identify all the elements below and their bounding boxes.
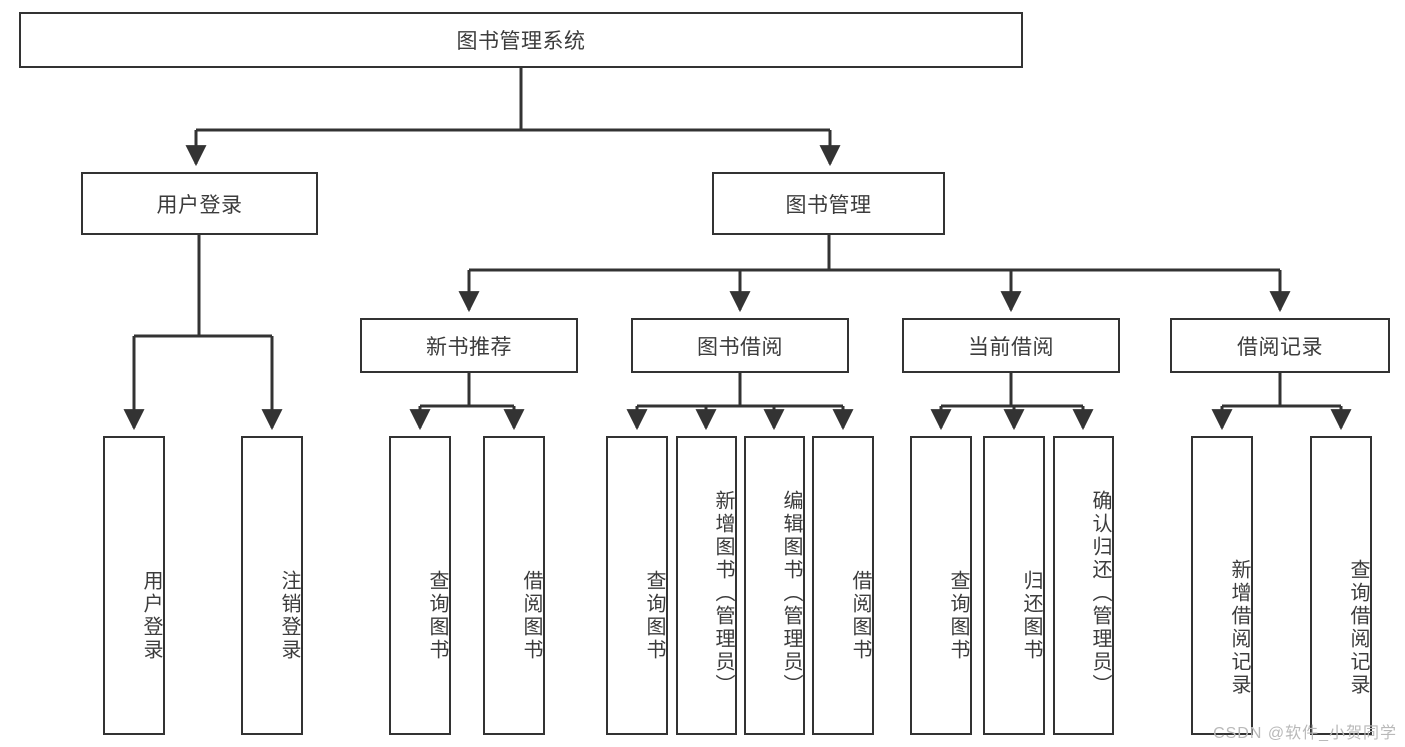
node-leaf-add-book-admin-label: 新增图书（管理员）: [712, 490, 734, 697]
node-leaf-borrow-book-recommend-label: 借阅图书: [520, 569, 542, 662]
node-leaf-add-borrow-record[interactable]: 新增借阅记录: [1191, 436, 1253, 735]
node-new-book-recommend-label: 新书推荐: [426, 335, 512, 359]
node-user-login-label: 用户登录: [156, 193, 243, 217]
node-leaf-borrow-book[interactable]: 借阅图书: [812, 436, 874, 735]
node-leaf-query-book-recommend-label: 查询图书: [426, 569, 448, 662]
node-leaf-return-book-label: 归还图书: [1020, 569, 1042, 662]
node-borrow-record[interactable]: 借阅记录: [1170, 318, 1390, 373]
node-leaf-query-book-borrow-label: 查询图书: [643, 569, 665, 662]
node-book-borrow[interactable]: 图书借阅: [631, 318, 849, 373]
node-leaf-borrow-book-recommend[interactable]: 借阅图书: [483, 436, 545, 735]
node-root[interactable]: 图书管理系统: [19, 12, 1023, 68]
node-book-manage[interactable]: 图书管理: [712, 172, 945, 235]
node-leaf-logout[interactable]: 注销登录: [241, 436, 303, 735]
node-leaf-query-borrow-record[interactable]: 查询借阅记录: [1310, 436, 1372, 735]
node-leaf-user-login[interactable]: 用户登录: [103, 436, 165, 735]
node-leaf-user-login-label: 用户登录: [140, 569, 162, 662]
node-borrow-record-label: 借阅记录: [1237, 335, 1323, 359]
node-book-borrow-label: 图书借阅: [697, 335, 783, 359]
node-leaf-logout-label: 注销登录: [278, 569, 300, 662]
node-leaf-query-book-current-label: 查询图书: [947, 569, 969, 662]
node-leaf-query-book-current[interactable]: 查询图书: [910, 436, 972, 735]
node-leaf-borrow-book-label: 借阅图书: [849, 569, 871, 662]
node-leaf-confirm-return-admin[interactable]: 确认归还（管理员）: [1053, 436, 1114, 735]
node-book-manage-label: 图书管理: [785, 193, 872, 217]
node-new-book-recommend[interactable]: 新书推荐: [360, 318, 578, 373]
node-leaf-add-book-admin[interactable]: 新增图书（管理员）: [676, 436, 737, 735]
node-current-borrow-label: 当前借阅: [968, 335, 1054, 359]
node-leaf-edit-book-admin[interactable]: 编辑图书（管理员）: [744, 436, 805, 735]
node-user-login[interactable]: 用户登录: [81, 172, 318, 235]
node-leaf-query-book-borrow[interactable]: 查询图书: [606, 436, 668, 735]
node-leaf-edit-book-admin-label: 编辑图书（管理员）: [780, 490, 802, 697]
node-leaf-query-borrow-record-label: 查询借阅记录: [1347, 558, 1369, 697]
node-leaf-add-borrow-record-label: 新增借阅记录: [1228, 558, 1250, 697]
node-current-borrow[interactable]: 当前借阅: [902, 318, 1120, 373]
node-root-label: 图书管理系统: [456, 30, 586, 53]
node-leaf-return-book[interactable]: 归还图书: [983, 436, 1045, 735]
node-leaf-confirm-return-admin-label: 确认归还（管理员）: [1089, 490, 1111, 697]
node-leaf-query-book-recommend[interactable]: 查询图书: [389, 436, 451, 735]
